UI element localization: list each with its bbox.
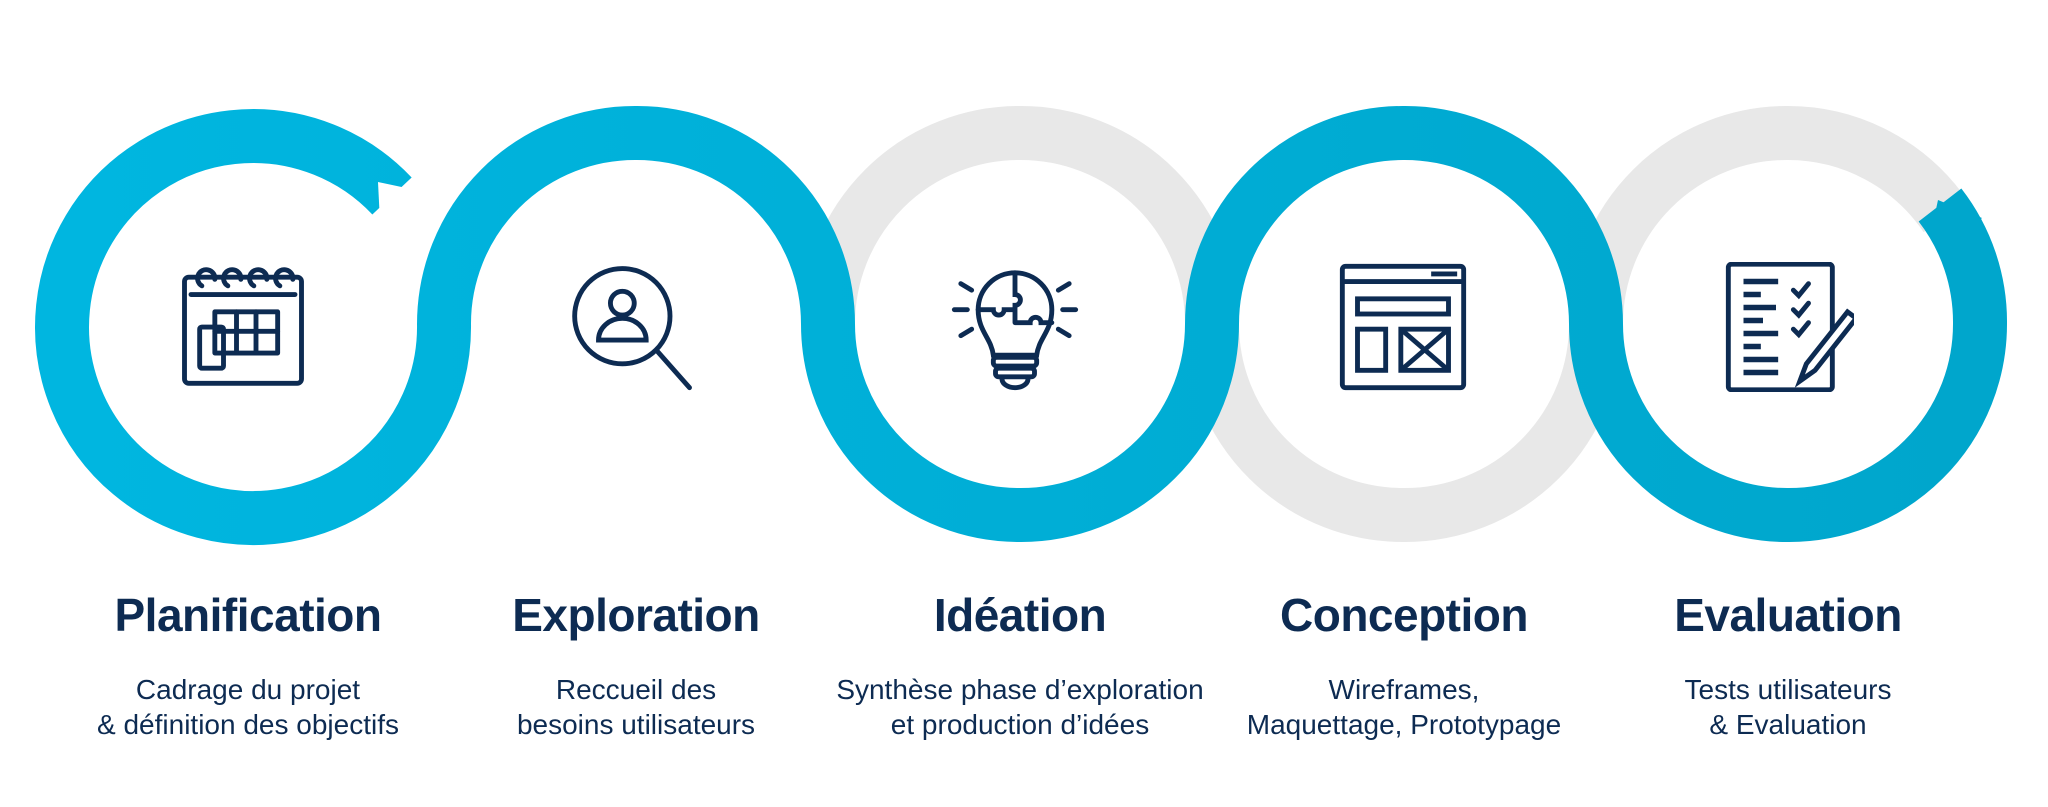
start-notch <box>378 182 425 222</box>
step-description: Cadrage du projet & définition des object… <box>38 672 458 742</box>
step-title: Conception <box>1280 589 1528 641</box>
desc-line: Wireframes, <box>1328 674 1480 705</box>
step-description: Tests utilisateurs & Evaluation <box>1578 672 1998 742</box>
end-cap <box>1932 200 1982 238</box>
desc-line: Cadrage du projet <box>135 674 361 705</box>
desc-line: besoins utilisateurs <box>516 709 756 740</box>
desc-line: Reccueil des <box>555 674 717 705</box>
step-title: Planification <box>114 589 382 641</box>
lightbulb-puzzle-icon <box>950 262 1080 392</box>
step-title: Evaluation <box>1674 589 1902 641</box>
desc-line: Maquettage, Prototypage <box>1246 709 1562 740</box>
wireframe-icon <box>1338 262 1468 392</box>
gray-track <box>801 105 1969 543</box>
calendar-icon <box>178 262 308 392</box>
desc-line: et production d’idées <box>890 709 1150 740</box>
desc-line: Tests utilisateurs <box>1684 674 1892 705</box>
desc-line: & définition des objectifs <box>97 709 399 740</box>
step-description: Reccueil des besoins utilisateurs <box>426 672 846 742</box>
step-title: Idéation <box>933 589 1107 641</box>
checklist-pencil-icon <box>1724 261 1860 393</box>
user-search-icon <box>566 262 696 392</box>
step-description: Wireframes, Maquettage, Prototypage <box>1194 672 1614 742</box>
blue-path <box>35 105 2007 545</box>
desc-line: & Evaluation <box>1709 709 1867 740</box>
step-description: Synthèse phase d’exploration et productio… <box>810 672 1230 742</box>
step-title: Exploration <box>512 589 760 641</box>
desc-line: Synthèse phase d’exploration <box>836 674 1204 705</box>
